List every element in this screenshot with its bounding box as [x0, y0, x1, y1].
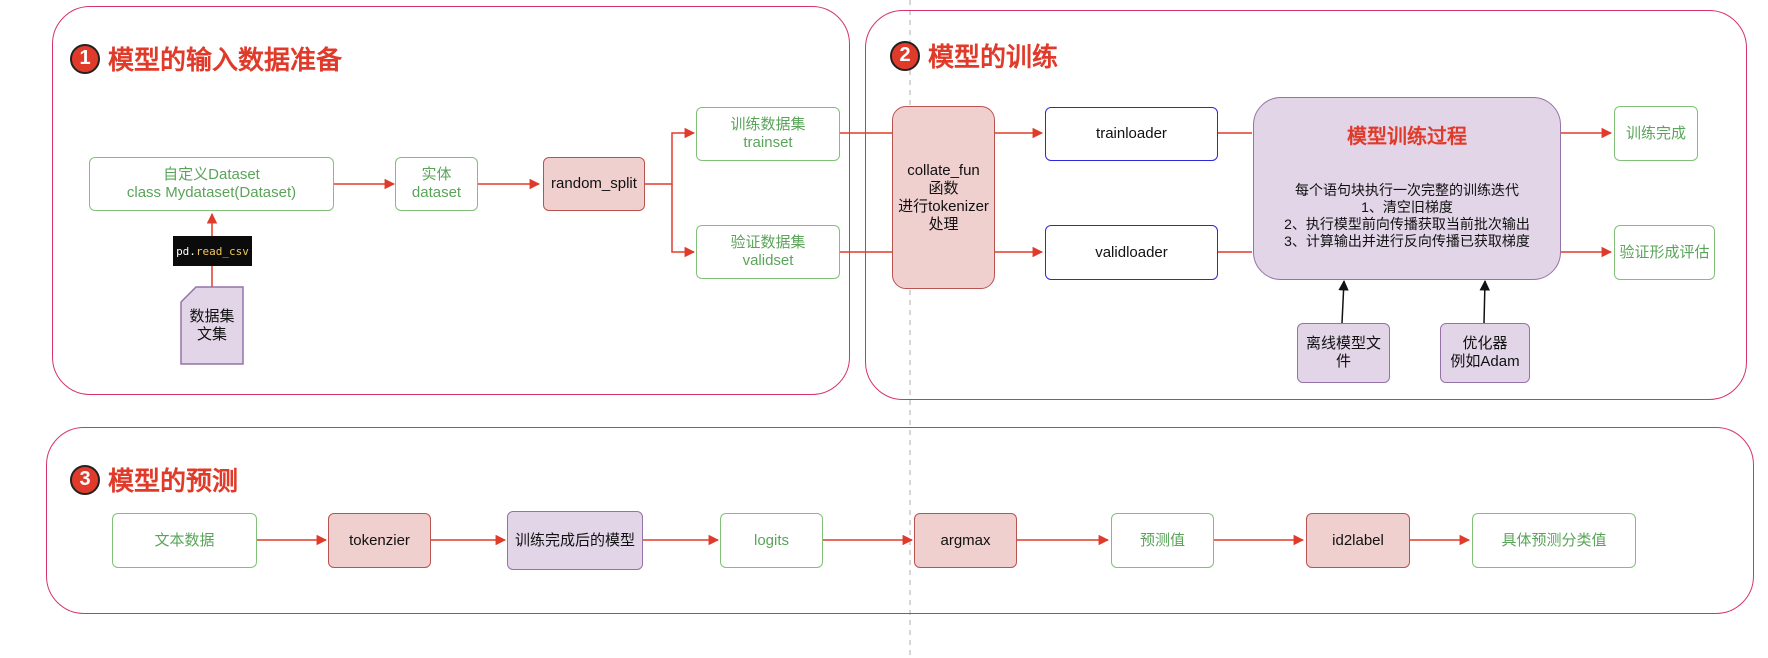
step-number-badge: 3 — [70, 464, 100, 495]
section-training — [865, 10, 1747, 400]
predict-step-trained-model: 训练完成后的模型 — [507, 511, 643, 570]
read-csv-label: pd.read_csv — [173, 236, 252, 266]
section-3-title: 3 模型的预测 — [70, 461, 238, 498]
predict-step-argmax: argmax — [914, 513, 1017, 568]
trainset-node: 训练数据集 trainset — [696, 107, 840, 161]
predict-step-predicted-value: 预测值 — [1111, 513, 1214, 568]
section-prediction — [46, 427, 1754, 614]
trainloader-node: trainloader — [1045, 107, 1218, 161]
arrow-split-to-validset — [671, 184, 696, 258]
arrow-optimizer-to-process — [1479, 279, 1491, 324]
training-process-title: 模型训练过程 — [1347, 126, 1467, 148]
evaluation-node: 验证形成评估 — [1614, 225, 1715, 280]
corpus-node-label: 数据集 文集 — [189, 307, 235, 343]
training-process-node: 模型训练过程 每个语句块执行一次完整的训练迭代 1、清空旧梯度 2、执行模型前向… — [1253, 97, 1561, 280]
section-2-title-text: 模型的训练 — [928, 42, 1059, 72]
predict-step-id2label: id2label — [1306, 513, 1410, 568]
collate-fn-node: collate_fun 函数 进行tokenizer 处理 — [892, 106, 995, 289]
section-2-title: 2 模型的训练 — [890, 37, 1058, 74]
section-1-title-text: 模型的输入数据准备 — [108, 45, 343, 75]
validset-node: 验证数据集 validset — [696, 225, 840, 279]
validloader-node: validloader — [1045, 225, 1218, 280]
random-split-node: random_split — [543, 157, 645, 211]
offline-model-node: 离线模型文 件 — [1297, 323, 1390, 383]
section-3-title-text: 模型的预测 — [108, 466, 239, 496]
step-number-badge: 1 — [70, 43, 100, 74]
section-1-title: 1 模型的输入数据准备 — [70, 40, 342, 77]
predict-step-final-class: 具体预测分类值 — [1472, 513, 1636, 568]
arrow-offline-to-process — [1338, 279, 1349, 324]
arrow-split-to-trainset — [644, 127, 696, 185]
step-number-badge: 2 — [890, 40, 920, 71]
section-input-prep — [52, 6, 850, 395]
training-done-node: 训练完成 — [1614, 106, 1698, 161]
predict-step-logits: logits — [720, 513, 823, 568]
read-csv-function: read_csv — [195, 244, 249, 258]
training-process-desc: 每个语句块执行一次完整的训练迭代 1、清空旧梯度 2、执行模型前向传播获取当前批… — [1284, 182, 1530, 249]
corpus-document-shape — [180, 286, 244, 365]
predict-step-tokenizer: tokenzier — [328, 513, 431, 568]
predict-step-text-data: 文本数据 — [112, 513, 257, 568]
entity-dataset-node: 实体 dataset — [395, 157, 478, 211]
custom-dataset-node: 自定义Dataset class Mydataset(Dataset) — [89, 157, 334, 211]
read-csv-prefix: pd. — [176, 244, 196, 258]
optimizer-node: 优化器 例如Adam — [1440, 323, 1530, 383]
